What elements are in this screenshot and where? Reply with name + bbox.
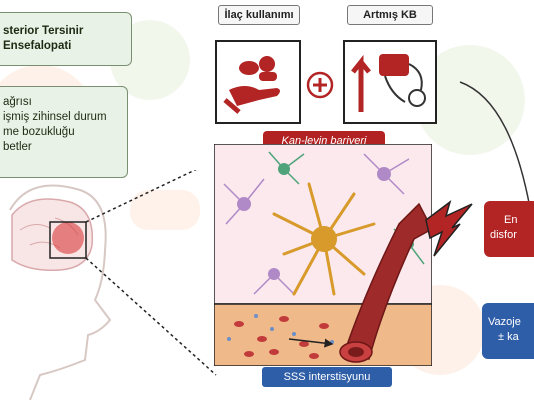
zoom-line-top (85, 170, 197, 223)
vazo-line-1: Vazoje (488, 316, 521, 328)
symptom-item: betler (3, 141, 32, 153)
lesion-highlight (52, 222, 84, 254)
csf-label: SSS interstisyunu (262, 367, 392, 387)
title-line-2: Ensefalopati (3, 40, 72, 52)
head-outline (9, 184, 112, 400)
symptoms-box: ağrısı işmiş zihinsel durum me bozukluğu… (0, 86, 128, 178)
bp-header: Artmış KB (347, 5, 433, 25)
vasogenic-box: Vazoje ± ka (482, 303, 534, 359)
blood-vessel (339, 202, 432, 363)
blood-pressure-icon (351, 54, 426, 112)
neurovascular-illustration (214, 144, 432, 366)
bp-icon-box (343, 40, 437, 124)
astrocyte (272, 182, 376, 296)
title-line-1: sterior Tersinir (3, 25, 84, 37)
endo-line-1: En (504, 214, 518, 226)
connector-arrow (459, 81, 531, 209)
head-brain-illustration (9, 170, 217, 400)
drug-header: İlaç kullanımı (218, 5, 300, 25)
plus-icon (306, 71, 334, 99)
symptom-item: me bozukluğu (3, 126, 75, 138)
symptom-item: işmiş zihinsel durum (3, 111, 107, 123)
zoom-line-bottom (85, 257, 217, 376)
zoom-square (49, 221, 87, 259)
pills-hand-icon (223, 56, 280, 114)
title-box: sterior Tersinir Ensefalopati (0, 12, 132, 66)
lightning-icon (425, 200, 473, 257)
symptom-item: ağrısı (3, 96, 32, 108)
drug-icon-box (215, 40, 301, 124)
vazo-line-2: ± ka (498, 331, 519, 343)
csf-interstitium-area (214, 303, 432, 366)
endothelial-dysfunction-box: En disfor (484, 201, 534, 257)
endo-line-2: disfor (490, 229, 517, 241)
